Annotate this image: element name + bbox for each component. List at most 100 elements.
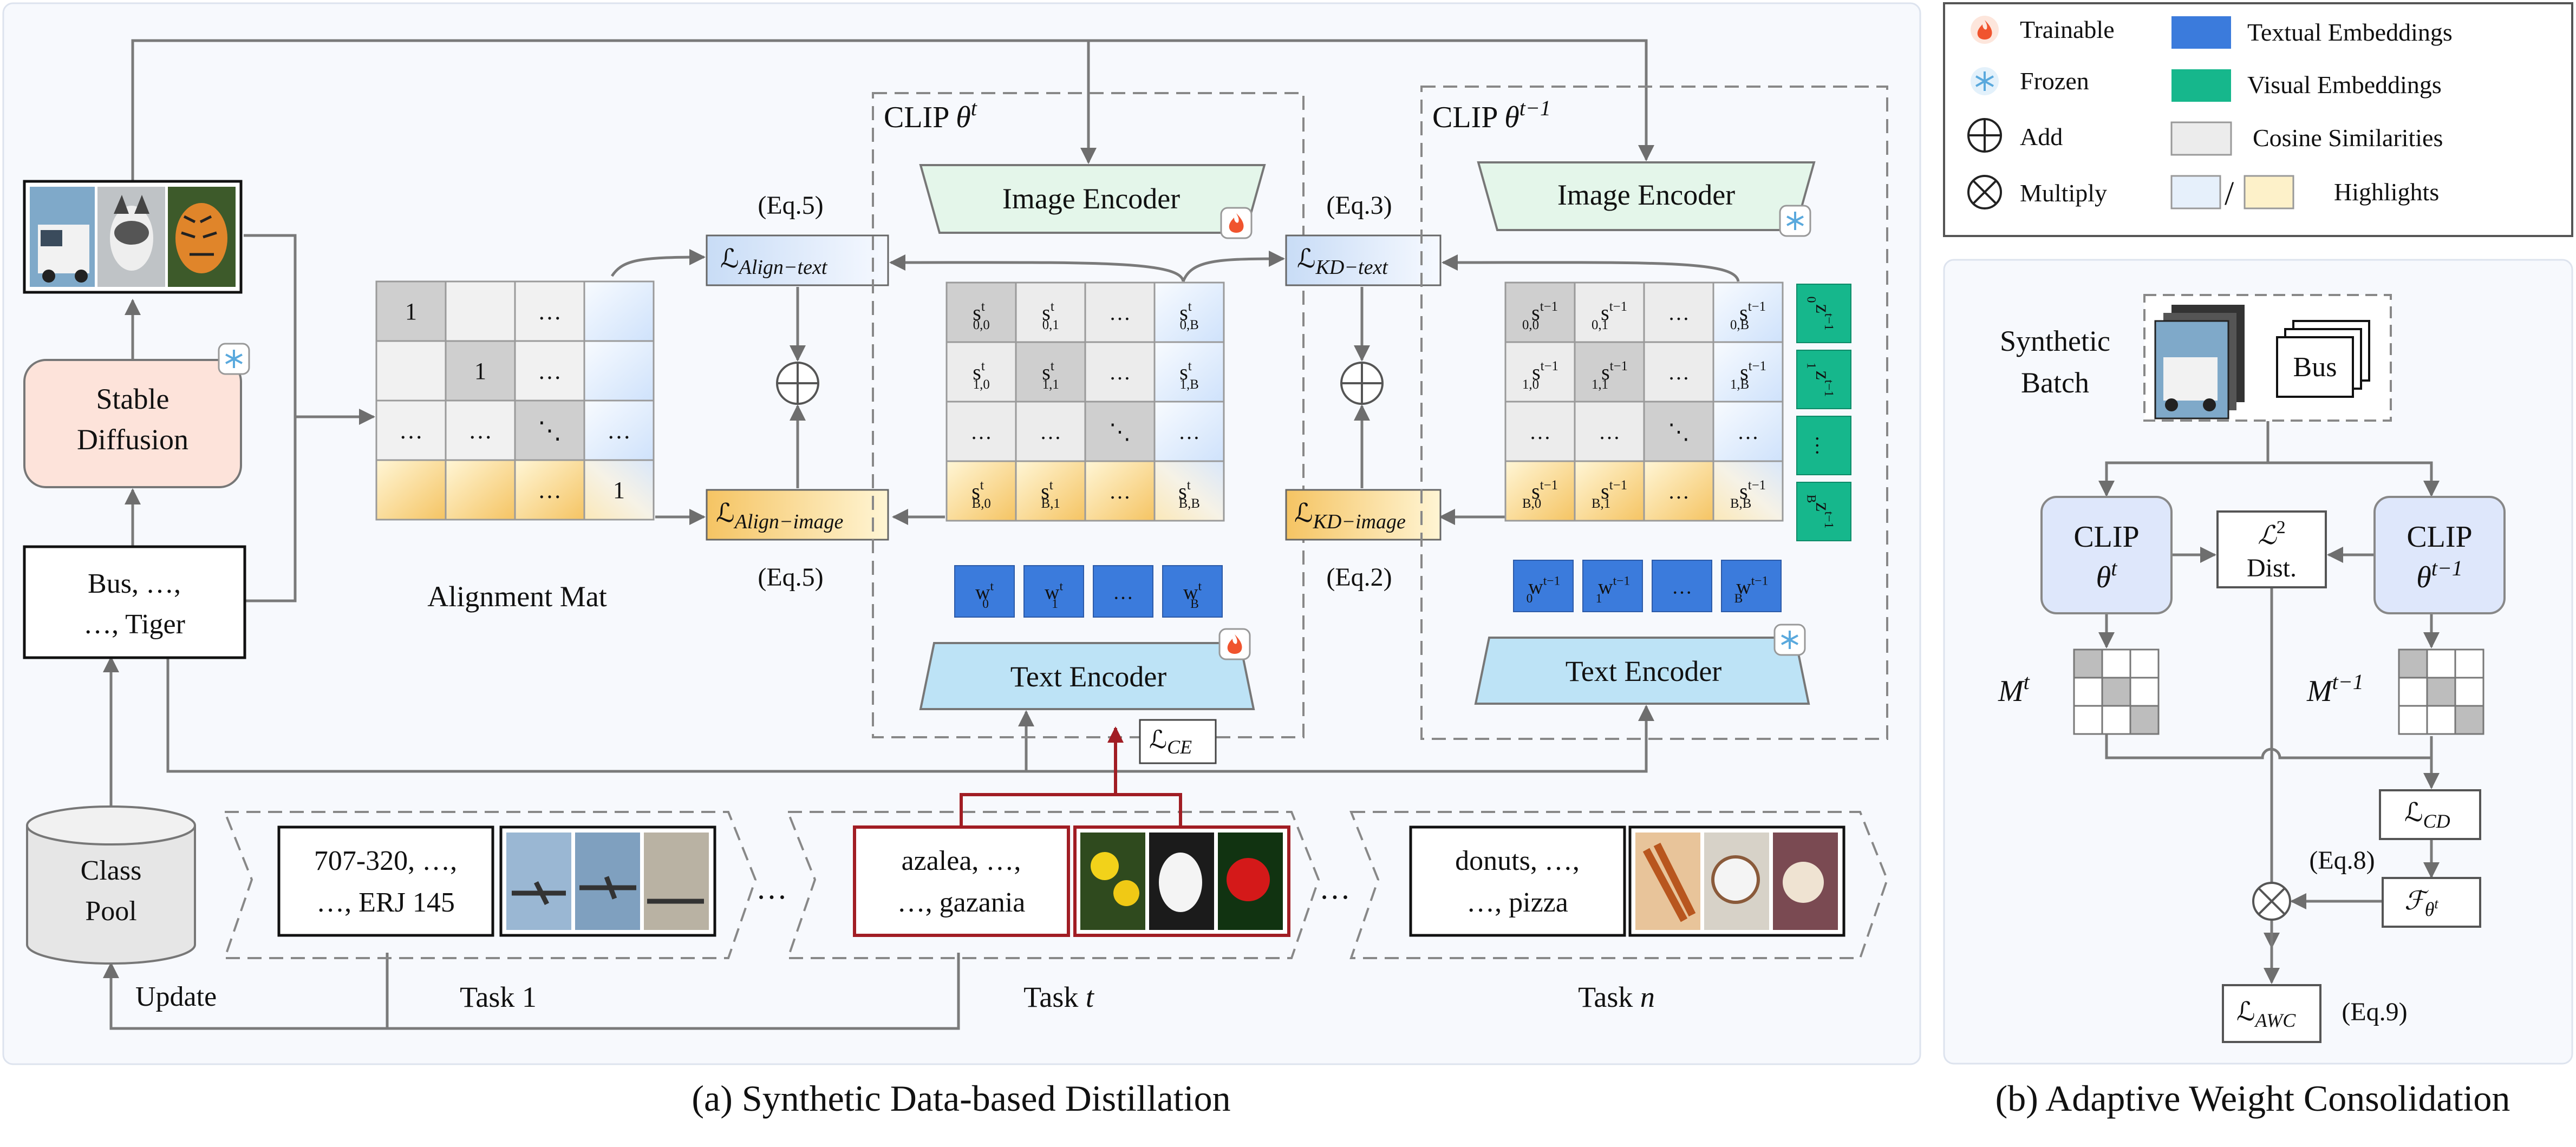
stable-diffusion-line2: Diffusion [77,423,188,456]
grid-cell [2129,648,2160,679]
grid-cell [2073,705,2103,735]
alignment-cell [375,459,447,521]
swatch-cosine [2170,121,2232,156]
m-t-label: Mt [1998,670,2030,708]
multiply-icon [1967,175,2002,209]
awc-loss-box: ℒAWC [2222,984,2321,1043]
align-text-subscript: Align−text [738,256,828,279]
similarity-cell-label: … [1529,420,1551,444]
embedding-cell [1652,560,1712,612]
alignment-cell [514,459,585,521]
grid-cell [2129,705,2160,735]
svg-text:707-320, …,: 707-320, …, [314,845,457,876]
clip-t-box: CLIP θt [2040,496,2173,614]
panel-b-background [1943,259,2573,1065]
grid-cell [2073,648,2103,679]
task-1-image-strip [499,825,716,937]
similarity-cell-label: … [1668,300,1690,325]
similarity-cell [1504,401,1576,462]
svg-text:ℒKD−image: ℒKD−image [1294,499,1406,533]
align-image-loss: ℒAlign−image [706,489,889,541]
similarity-cell [945,460,1017,522]
svg-text:donuts, …,: donuts, …, [1455,845,1580,876]
similarity-cell [945,281,1017,343]
swatch-highlight-yellow [2244,175,2294,209]
snowflake-icon [1779,205,1811,237]
class-text-line1: Bus, …, [88,568,181,599]
visual-embedding-label: zt−11 [1804,363,1836,397]
similarity-cell [1574,341,1645,403]
swatch-textual [2171,16,2231,49]
task-1-label: Task 1 [460,981,537,1013]
embedding-cell [1582,560,1643,612]
svg-text:ℒAlign−image: ℒAlign−image [716,499,844,533]
similarity-cell-label: … [1109,479,1131,503]
visual-embedding-cell [1796,350,1851,409]
svg-text:…, ERJ 145: …, ERJ 145 [316,887,455,918]
synthetic-batch-line1: Synthetic [2000,325,2110,357]
multiply-icon [2252,882,2291,921]
similarity-cell [1712,460,1784,522]
grid-cell [2454,648,2484,679]
grid-cell [2426,677,2456,707]
grid-cell [2398,648,2428,679]
alignment-cell-label: … [399,417,423,444]
svg-text:ℒAlign−text: ℒAlign−text [720,245,828,279]
task-ellipsis-1: … [756,870,787,906]
alignment-cell [375,340,447,402]
embedding-label: … [1113,581,1133,604]
svg-text:ℒ2: ℒ2 [2258,517,2286,550]
snowflake-icon [1773,624,1806,656]
class-text-line2: …, Tiger [83,609,185,640]
alignment-cell [583,459,655,521]
legend-label-add: Add [2020,123,2063,150]
similarity-cell [1015,401,1086,462]
svg-text:CLIP: CLIP [2073,520,2139,554]
m-t1-label: Mt−1 [2306,670,2364,708]
task-t-text-box: azalea, …, …, gazania [853,825,1070,937]
fire-icon [1218,628,1251,660]
grid-cell [2101,648,2131,679]
task-t-image-strip [1073,825,1290,937]
m-t-grid [2073,648,2160,735]
similarity-cell [1574,460,1645,522]
svg-text:θt−1: θt−1 [2416,556,2463,594]
alignment-mat-label: Alignment Mat [427,580,606,613]
similarity-cell [1643,281,1714,343]
class-pool-cylinder: Class Pool [26,805,196,965]
alignment-cell [583,280,655,342]
grid-cell [2101,705,2131,735]
alignment-cell-label: … [607,417,631,444]
update-label: Update [135,981,217,1012]
image-encoder-t1: Image Encoder [1477,161,1816,237]
embedding-cell [1721,560,1782,612]
eq8-label: (Eq.8) [2309,846,2375,875]
fire-icon [1220,207,1253,239]
similarity-cell [1504,281,1576,343]
cd-loss-box: ℒCD [2379,789,2481,840]
embedding-cell [1162,565,1223,618]
ce-loss: ℒCE [1139,719,1217,764]
alignment-cell [583,340,655,402]
similarity-cell-label: … [970,420,992,444]
similarity-cell [1084,341,1156,403]
synthetic-batch-line2: Batch [2021,366,2089,399]
eq3-label: (Eq.3) [1326,191,1392,220]
legend: Trainable Frozen Add Multiply Textual Em… [1943,2,2573,237]
synthetic-image-strip [23,180,243,294]
l2-distance-box: ℒ2 Dist. [2216,510,2327,588]
embedding-cell [1093,565,1153,618]
alignment-cell [514,280,585,342]
alignment-cell [583,399,655,461]
align-image-subscript: Align−image [733,510,844,533]
